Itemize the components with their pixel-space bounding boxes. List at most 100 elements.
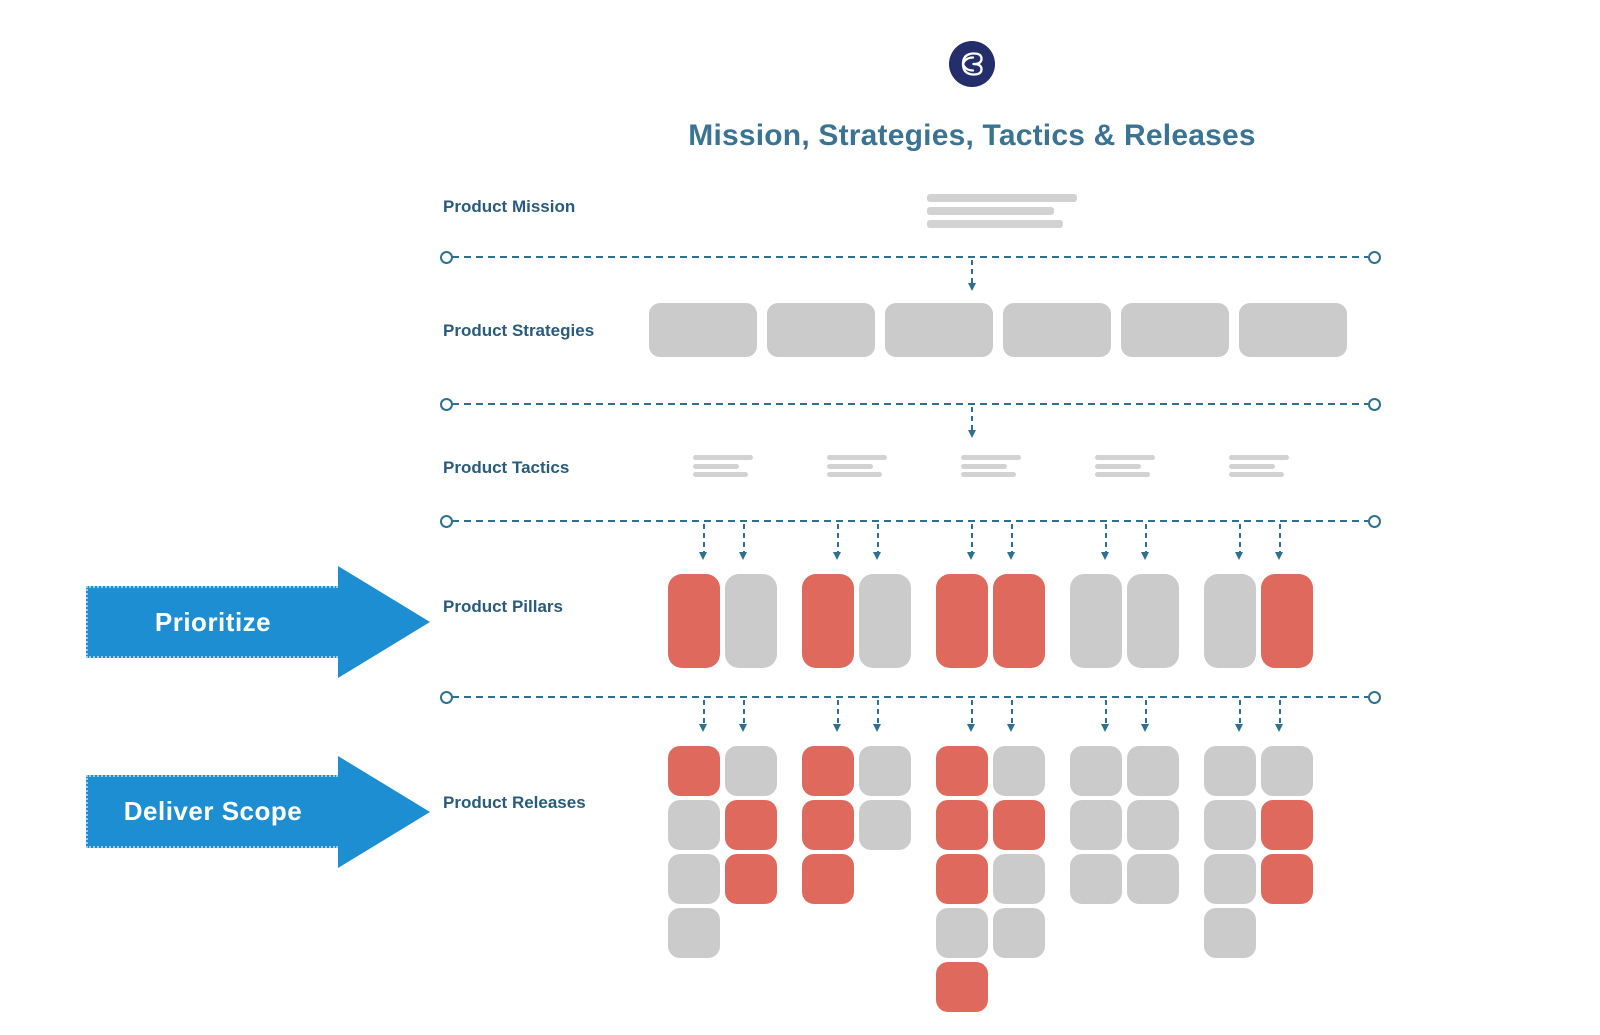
pillar-gray bbox=[1070, 574, 1122, 668]
release-cell-red bbox=[802, 800, 854, 850]
release-cell-gray bbox=[993, 746, 1045, 796]
connector-arrowhead-icon bbox=[1275, 552, 1283, 560]
connector-arrowhead-icon bbox=[1101, 552, 1109, 560]
mission-placeholder-line bbox=[927, 220, 1063, 228]
tactic-placeholder-line bbox=[692, 455, 753, 460]
release-cell-gray bbox=[936, 908, 988, 958]
release-cell-gray bbox=[1070, 854, 1122, 904]
divider-dashed-line bbox=[452, 403, 1368, 405]
connector-arrowhead-icon bbox=[739, 724, 747, 732]
connector-drop-line bbox=[1238, 524, 1241, 552]
connector-arrowhead-icon bbox=[739, 552, 747, 560]
release-cell-gray bbox=[1070, 800, 1122, 850]
release-cell-red bbox=[802, 746, 854, 796]
label-product-pillars: Product Pillars bbox=[443, 597, 563, 616]
connector-drop-line bbox=[1104, 700, 1107, 724]
tactic-placeholder-line bbox=[960, 455, 1021, 460]
strategy-box bbox=[1121, 303, 1229, 357]
connector-arrowhead-icon bbox=[1007, 552, 1015, 560]
pillar-red bbox=[936, 574, 988, 668]
tactic-placeholder-line bbox=[692, 463, 739, 469]
connector-drop-line bbox=[1010, 700, 1013, 724]
pillar-red bbox=[1261, 574, 1313, 668]
release-cell-red bbox=[668, 746, 720, 796]
connector-arrowhead-icon bbox=[1007, 724, 1015, 732]
tactic-placeholder-line bbox=[1228, 455, 1289, 460]
connector-drop-line bbox=[1238, 700, 1241, 724]
connector-arrowhead-icon bbox=[1141, 724, 1149, 732]
tactic-placeholder-line bbox=[1228, 472, 1284, 477]
divider-end-circle bbox=[440, 515, 453, 528]
release-cell-gray bbox=[1127, 746, 1179, 796]
release-cell-gray bbox=[859, 800, 911, 850]
pillar-gray bbox=[1204, 574, 1256, 668]
tactic-placeholder-line bbox=[960, 463, 1007, 469]
release-cell-gray bbox=[1204, 746, 1256, 796]
release-cell-red bbox=[936, 962, 988, 1012]
release-cell-gray bbox=[1127, 800, 1179, 850]
connector-drop-line bbox=[836, 700, 839, 724]
connector-arrowhead-icon bbox=[833, 724, 841, 732]
connector-arrowhead-icon bbox=[967, 283, 976, 291]
tactic-placeholder-line bbox=[960, 472, 1016, 477]
divider-end-circle bbox=[440, 398, 453, 411]
release-cell-gray bbox=[668, 854, 720, 904]
connector-arrowhead-icon bbox=[1101, 724, 1109, 732]
divider-end-circle bbox=[1368, 691, 1381, 704]
release-cell-gray bbox=[1204, 854, 1256, 904]
connector-arrowhead-icon bbox=[1235, 724, 1243, 732]
release-cell-gray bbox=[1070, 746, 1122, 796]
diagram-title: Mission, Strategies, Tactics & Releases bbox=[688, 119, 1256, 152]
label-product-mission: Product Mission bbox=[443, 197, 576, 216]
divider-dashed-line bbox=[452, 696, 1368, 698]
connector-drop-line bbox=[836, 524, 839, 552]
release-cell-red bbox=[1261, 800, 1313, 850]
mission-placeholder-line bbox=[927, 194, 1077, 202]
release-cell-gray bbox=[1127, 854, 1179, 904]
strategy-box bbox=[885, 303, 993, 357]
release-cell-red bbox=[936, 800, 988, 850]
tactic-placeholder-line bbox=[1094, 463, 1141, 469]
connector-drop-line bbox=[876, 700, 879, 724]
connector-drop-line bbox=[1278, 700, 1281, 724]
connector-arrowhead-icon bbox=[967, 552, 975, 560]
release-cell-gray bbox=[993, 908, 1045, 958]
tactic-placeholder-line bbox=[1094, 455, 1155, 460]
label-product-releases: Product Releases bbox=[443, 793, 586, 812]
divider-dashed-line bbox=[452, 520, 1368, 522]
pillar-gray bbox=[859, 574, 911, 668]
release-cell-gray bbox=[668, 908, 720, 958]
prioritize-arrow-label: Prioritize bbox=[154, 606, 272, 637]
divider-dashed-line bbox=[452, 256, 1368, 258]
pillar-gray bbox=[725, 574, 777, 668]
connector-drop-line bbox=[876, 524, 879, 552]
release-cell-red bbox=[936, 746, 988, 796]
connector-drop-line bbox=[1278, 524, 1281, 552]
pillar-red bbox=[802, 574, 854, 668]
label-product-tactics: Product Tactics bbox=[443, 458, 570, 477]
divider-end-circle bbox=[440, 691, 453, 704]
tactic-placeholder-line bbox=[826, 463, 873, 469]
label-product-strategies: Product Strategies bbox=[443, 321, 595, 340]
release-cell-gray bbox=[993, 854, 1045, 904]
strategy-box bbox=[649, 303, 757, 357]
connector-drop-line bbox=[1010, 524, 1013, 552]
connector-arrowhead-icon bbox=[833, 552, 841, 560]
release-cell-gray bbox=[1204, 908, 1256, 958]
release-cell-red bbox=[725, 800, 777, 850]
strategy-box bbox=[1239, 303, 1347, 357]
release-cell-gray bbox=[725, 746, 777, 796]
connector-drop-line bbox=[702, 700, 705, 724]
connector-drop-line bbox=[1144, 524, 1147, 552]
release-cell-gray bbox=[1204, 800, 1256, 850]
connector-drop-line bbox=[970, 524, 973, 552]
mission-placeholder-line bbox=[927, 207, 1054, 215]
tactic-placeholder-line bbox=[1094, 472, 1150, 477]
tactic-placeholder-line bbox=[826, 472, 882, 477]
divider-end-circle bbox=[1368, 251, 1381, 264]
connector-arrowhead-icon bbox=[699, 724, 707, 732]
deliver-scope-arrow-label: Deliver Scope bbox=[123, 796, 303, 826]
connector-arrowhead-icon bbox=[1235, 552, 1243, 560]
connector-arrowhead-icon bbox=[699, 552, 707, 560]
strategy-box bbox=[767, 303, 875, 357]
